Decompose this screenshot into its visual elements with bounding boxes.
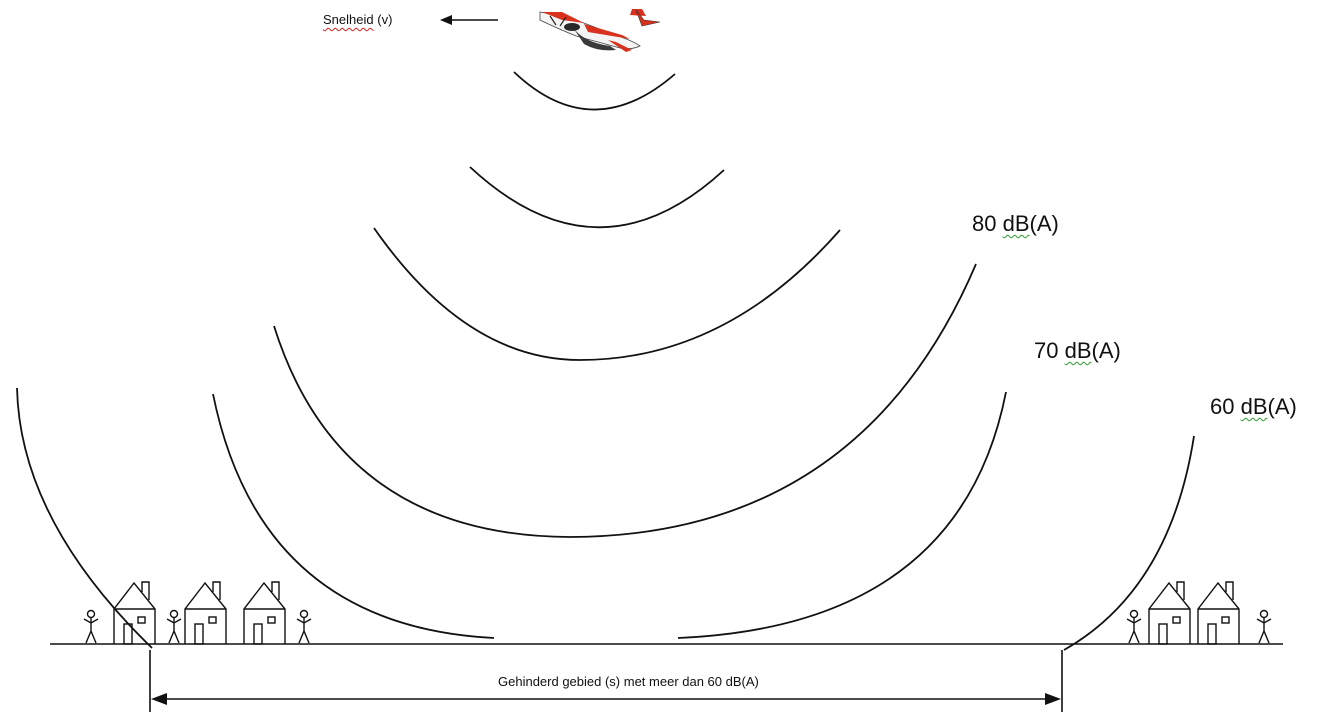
sound-wave-80db xyxy=(273,263,977,538)
house-icon xyxy=(113,581,156,645)
sound-wave-1 xyxy=(513,71,676,111)
person-icon xyxy=(296,609,312,644)
affected-area-label: Gehinderd gebied (s) met meer dan 60 dB(… xyxy=(498,674,759,689)
house-icon xyxy=(1148,581,1191,645)
person-icon xyxy=(166,609,182,644)
speed-suffix: (v) xyxy=(377,12,393,27)
person-icon xyxy=(1126,609,1142,644)
house-icon xyxy=(243,581,286,645)
level-unit-a: (A) xyxy=(1029,211,1059,236)
arrowhead-left-icon xyxy=(151,693,167,705)
level-unit: dB xyxy=(1240,394,1268,419)
level-unit: dB xyxy=(1002,211,1030,236)
affected-area-dimension xyxy=(149,650,1063,712)
sound-wave-3 xyxy=(373,227,841,361)
level-unit-a: (A) xyxy=(1091,338,1121,363)
level-label-70: 70 dB(A) xyxy=(1034,338,1121,364)
airplane-icon xyxy=(539,9,661,52)
speed-label: Snelheid (v) xyxy=(323,12,392,27)
house-icon xyxy=(1197,581,1240,645)
level-unit: dB xyxy=(1064,338,1092,363)
sound-wave-60db-left xyxy=(16,387,153,649)
speed-arrow-icon xyxy=(440,15,498,25)
person-icon xyxy=(1256,609,1272,644)
level-label-80: 80 dB(A) xyxy=(972,211,1059,237)
house-icon xyxy=(184,581,227,645)
level-value: 60 xyxy=(1210,394,1235,419)
arrowhead-right-icon xyxy=(1045,693,1061,705)
person-icon xyxy=(83,609,99,644)
speed-word: Snelheid xyxy=(323,12,374,27)
right-settlement xyxy=(1126,581,1272,645)
level-value: 70 xyxy=(1034,338,1059,363)
sound-wave-60db-right xyxy=(1063,435,1195,651)
level-unit-a: (A) xyxy=(1267,394,1297,419)
sound-wave-70db-left xyxy=(212,393,495,639)
sound-waves xyxy=(16,71,1195,651)
sound-wave-2 xyxy=(469,166,725,229)
level-label-60: 60 dB(A) xyxy=(1210,394,1297,420)
sound-wave-70db-right xyxy=(677,391,1007,639)
left-settlement xyxy=(83,581,312,645)
level-value: 80 xyxy=(972,211,997,236)
